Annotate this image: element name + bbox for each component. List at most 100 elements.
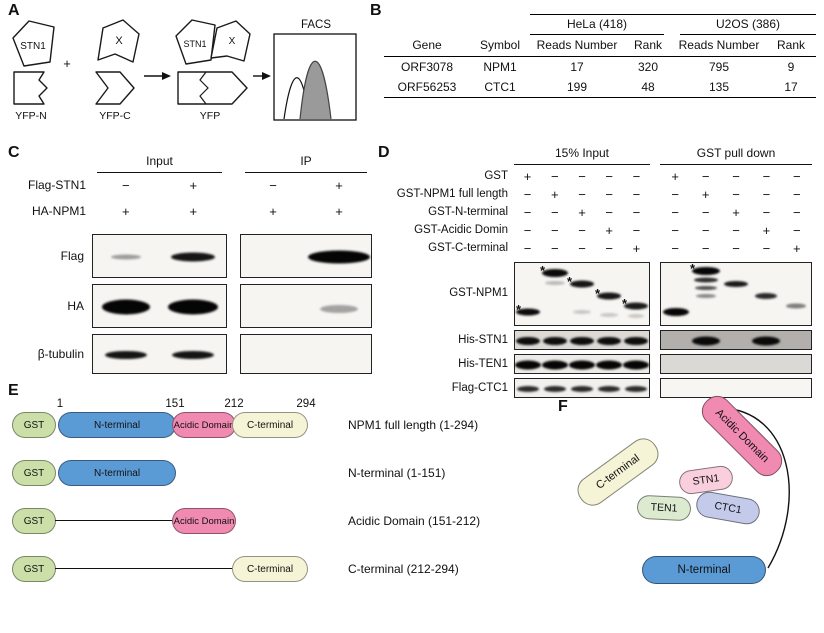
- condition-value: −: [269, 178, 277, 193]
- condition-value: +: [335, 204, 343, 219]
- condition-value: +: [269, 204, 277, 219]
- gst-nterm-pulldown-values: −−+−−: [660, 205, 812, 220]
- condition-value: −: [762, 241, 771, 256]
- band: [694, 277, 718, 283]
- condition-label-ha-npm1: HA-NPM1: [31, 204, 86, 218]
- yfp-n-label: YFP-N: [15, 110, 47, 122]
- band: [595, 360, 622, 370]
- flag-input-blot: [92, 234, 227, 278]
- gst-tag: GST: [12, 508, 56, 534]
- table-cell: 9: [787, 60, 795, 74]
- his-stn1-pulldown-blot: [660, 330, 812, 350]
- band-asterisk: *: [690, 261, 696, 276]
- condition-value: −: [701, 169, 710, 184]
- prey-label: X: [115, 35, 123, 47]
- panel-b-label: B: [370, 2, 382, 19]
- band: [692, 336, 720, 346]
- domain-linker-curve: [720, 407, 790, 569]
- prey-blob-shape: [97, 19, 140, 63]
- condition-label-gst-nterm: GST-N-terminal: [428, 206, 508, 218]
- condition-value: −: [551, 241, 559, 256]
- condition-value: −: [671, 223, 679, 238]
- condition-value: +: [701, 187, 710, 202]
- his-stn1-input-blot: [514, 330, 650, 350]
- panel-e-label: E: [8, 382, 19, 399]
- ip-underline: [245, 172, 367, 173]
- yfp-label: YFP: [200, 110, 220, 122]
- input-underline: [97, 172, 222, 173]
- gst-pulldown-values: +−−−−: [660, 169, 812, 184]
- band-asterisk: *: [595, 286, 601, 301]
- band: [622, 360, 649, 370]
- f-ten1-pill: TEN1: [636, 494, 692, 522]
- input-15-header: 15% Input: [554, 146, 610, 160]
- band: [111, 254, 142, 260]
- condition-value: −: [578, 223, 586, 238]
- n-terminal-domain: N-terminal: [58, 460, 176, 486]
- facs-peak-positive: [299, 60, 332, 120]
- ha-ip-blot: [240, 284, 372, 328]
- condition-label-gst-acidic: GST-Acidic Domin: [414, 224, 508, 236]
- band: [573, 310, 591, 314]
- condition-value: +: [762, 223, 771, 238]
- gst-acidic-input-values: −−−+−: [514, 223, 650, 238]
- band: [516, 337, 541, 345]
- condition-value: −: [701, 205, 710, 220]
- condition-value: −: [632, 223, 641, 238]
- ip-group-header: IP: [300, 154, 312, 168]
- band: [596, 337, 621, 345]
- band: [596, 292, 621, 300]
- tubulin-ip-blot: [240, 334, 372, 374]
- table-cell: 48: [624, 77, 672, 98]
- blot-label-ha: HA: [67, 299, 84, 313]
- band: [569, 360, 595, 370]
- table-cell: CTC1: [470, 77, 530, 98]
- gst-npm1-pulldown-blot: *: [660, 262, 812, 326]
- condition-value: −: [762, 187, 771, 202]
- band: [170, 252, 215, 262]
- band: [571, 386, 593, 392]
- condition-value: +: [793, 241, 801, 256]
- yfp-n-shape: [13, 71, 48, 105]
- condition-value: −: [523, 205, 532, 220]
- flag-ctc1-pulldown-blot: [660, 378, 812, 398]
- bait-blob-shape: [12, 20, 55, 67]
- bifc-diagram: STN1 YFP-N + X YFP-C STN1 X YFP FACS: [12, 19, 357, 122]
- condition-value: −: [701, 241, 710, 256]
- yfp-c-label: YFP-C: [99, 110, 131, 122]
- band: [624, 386, 647, 392]
- table-cell: 199: [530, 77, 624, 98]
- panel-d-label: D: [378, 144, 390, 161]
- arrow-1-head: [162, 72, 171, 80]
- plus-sign: +: [63, 56, 71, 71]
- gst-npm1-pulldown-values: −+−−−: [660, 187, 812, 202]
- bait-label-2: STN1: [183, 39, 206, 49]
- table-cell: 17: [766, 77, 816, 98]
- band: [570, 280, 594, 288]
- ha-npm1-input-values: ++: [92, 204, 227, 219]
- construct-caption: NPM1 full length (1-294): [348, 418, 479, 432]
- condition-label-gst: GST: [484, 170, 508, 182]
- band: [786, 303, 806, 309]
- band-asterisk: *: [516, 302, 522, 317]
- linker-curve-svg: [720, 407, 790, 569]
- band: [627, 314, 644, 318]
- gst-acidic-pulldown-values: −−−+−: [660, 223, 812, 238]
- column-header: Reads Number: [530, 35, 624, 57]
- band: [597, 386, 620, 392]
- band: [307, 250, 370, 264]
- band: [542, 360, 569, 370]
- residue-151: 151: [165, 398, 185, 410]
- condition-value: −: [762, 169, 771, 184]
- n-terminal-domain: N-terminal: [58, 412, 176, 438]
- arrow-2-head: [262, 72, 271, 80]
- column-header: Symbol: [470, 35, 530, 57]
- table-cell: 135: [672, 77, 766, 98]
- condition-value: −: [632, 187, 641, 202]
- pulldown-header: GST pull down: [696, 146, 776, 160]
- blot-label-tubulin: β-tubulin: [37, 347, 84, 361]
- facs-label: FACS: [301, 19, 331, 31]
- condition-value: +: [335, 178, 343, 193]
- linker-line: [55, 568, 233, 569]
